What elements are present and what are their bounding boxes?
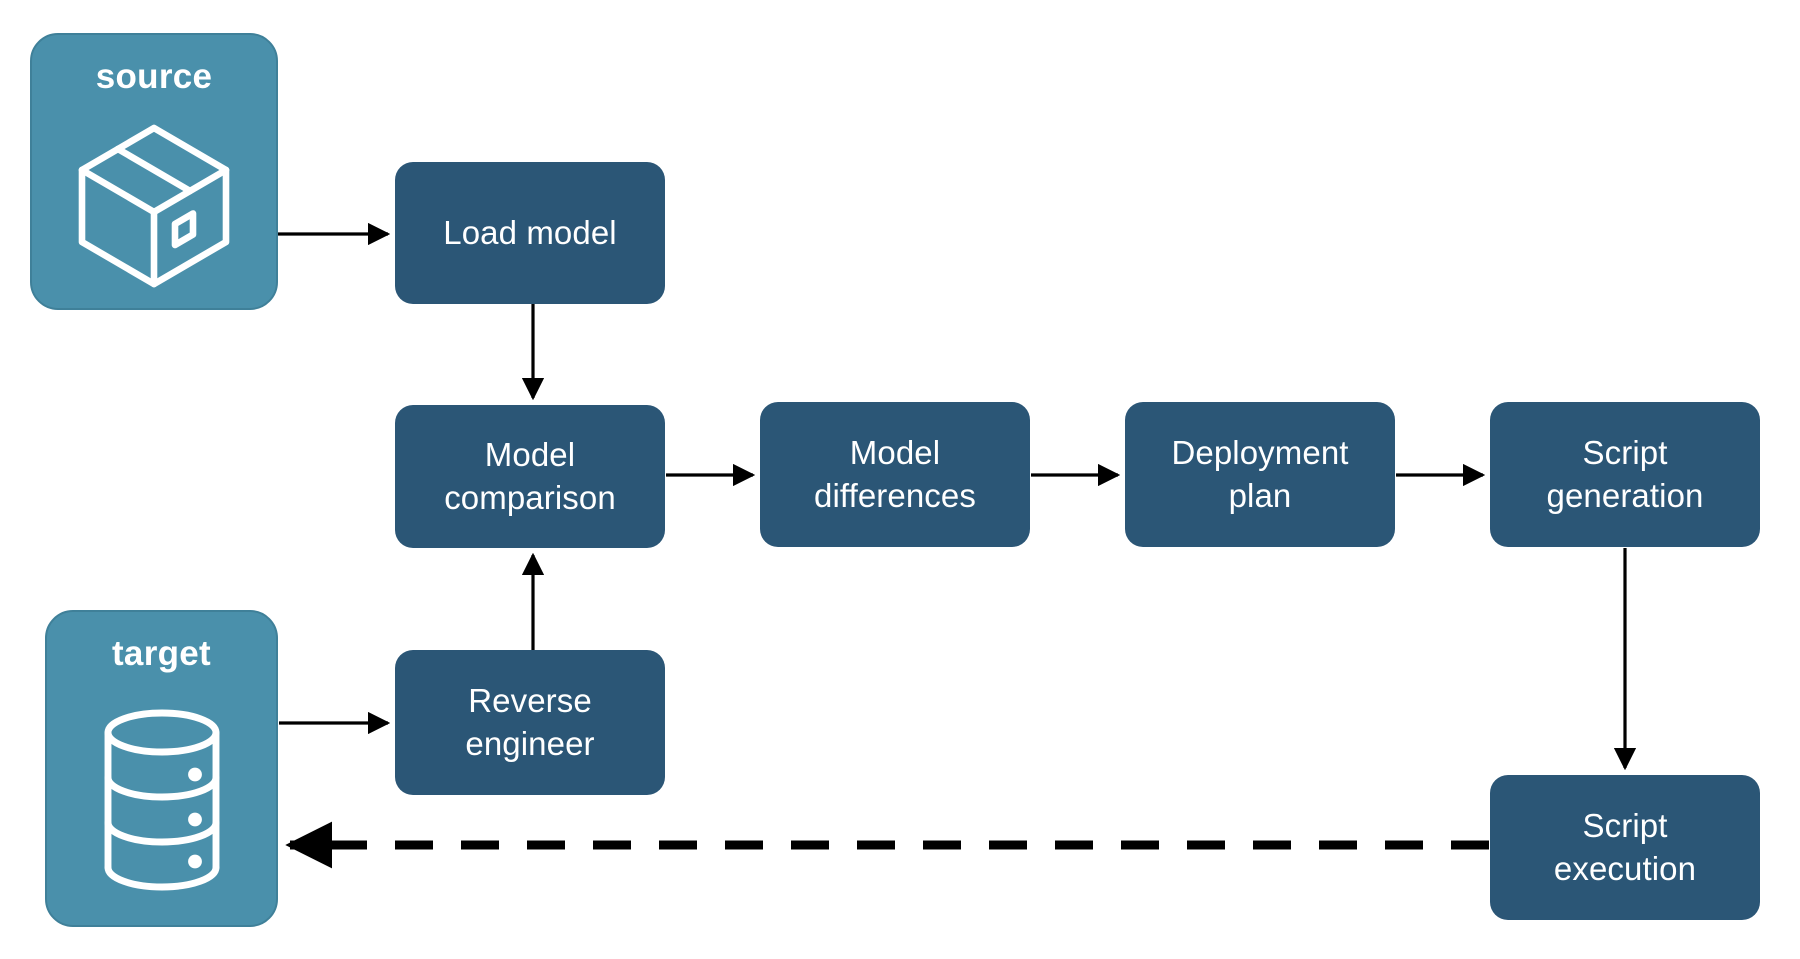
node-model-differences[interactable]: Model differences xyxy=(760,402,1030,547)
node-source[interactable]: source xyxy=(30,33,278,310)
node-target[interactable]: target xyxy=(45,610,278,927)
node-model-comparison-label: Model comparison xyxy=(444,436,616,516)
node-reverse-engineer-label: Reverse engineer xyxy=(465,682,595,762)
node-script-generation[interactable]: Script generation xyxy=(1490,402,1760,547)
node-model-differences-label: Model differences xyxy=(814,434,976,514)
node-target-label: target xyxy=(111,634,212,673)
package-box-icon xyxy=(32,97,276,308)
node-deployment-plan[interactable]: Deployment plan xyxy=(1125,402,1395,547)
database-cylinder-icon xyxy=(47,674,276,925)
node-load-model[interactable]: Load model xyxy=(395,162,665,304)
node-model-comparison[interactable]: Model comparison xyxy=(395,405,665,548)
node-load-model-label: Load model xyxy=(443,213,617,251)
node-script-execution[interactable]: Script execution xyxy=(1490,775,1760,920)
node-script-generation-label: Script generation xyxy=(1546,434,1704,514)
node-reverse-engineer[interactable]: Reverse engineer xyxy=(395,650,665,795)
node-script-execution-label: Script execution xyxy=(1553,807,1697,887)
node-deployment-plan-label: Deployment plan xyxy=(1171,434,1349,514)
node-source-label: source xyxy=(95,57,213,96)
